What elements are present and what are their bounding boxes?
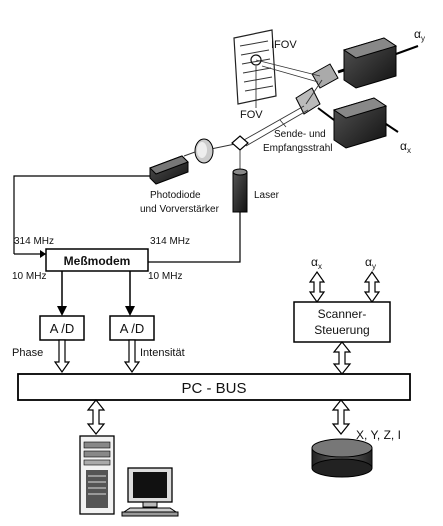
- fov-target: [233, 29, 277, 105]
- fov-label: FOV: [240, 109, 263, 121]
- arrow-ad2: [125, 306, 135, 316]
- phase-label: Phase: [12, 347, 43, 359]
- pc-monitor: [121, 467, 179, 517]
- photodiode-label: Photodiode: [150, 190, 201, 201]
- scanner-motor-x: [332, 97, 399, 149]
- vorverstaerker-label: und Vorverstärker: [140, 204, 220, 215]
- signal-wiring: [13, 175, 241, 263]
- freq-right-314: 314 MHz: [150, 236, 190, 247]
- pc-tower: [79, 435, 115, 515]
- mirror-y: [311, 63, 339, 89]
- xyzi-label: X, Y, Z, I: [356, 428, 401, 442]
- ad2-label: A /D: [120, 321, 145, 336]
- messmodem-label: Meßmodem: [64, 254, 131, 268]
- alpha-x-right-label: αx: [400, 139, 411, 155]
- ad-converter-phase: [39, 315, 85, 341]
- ad1-label: A /D: [50, 321, 75, 336]
- photodiode: [149, 155, 189, 185]
- bus-to-pc-arrow: [86, 399, 106, 435]
- arrow-into-modem: [40, 250, 46, 258]
- pcbus-label: PC - BUS: [181, 380, 246, 397]
- alpha-arrows-top: [308, 270, 381, 304]
- messmodem-box: [45, 248, 149, 272]
- alpha-y-bottom-label: αy: [365, 255, 376, 271]
- ad-to-bus-arrows: [53, 339, 141, 374]
- freq-left-314: 314 MHz: [14, 236, 54, 247]
- laser-label: Laser: [254, 190, 280, 201]
- beam-splitter: [231, 135, 249, 151]
- alpha-x-bottom-label: αx: [311, 255, 322, 271]
- freq-right-10: 10 MHz: [148, 271, 182, 282]
- storage-disk: [311, 438, 373, 478]
- pc-bus: [17, 373, 411, 401]
- intensitaet-label: Intensität: [140, 347, 185, 359]
- ifov-spot: [250, 54, 262, 66]
- modem-to-ad-arrows: [61, 271, 131, 308]
- scanner-label-1: Scanner-: [318, 307, 367, 321]
- laser: [232, 168, 248, 213]
- scanner-motor-y: [342, 37, 419, 89]
- scanner-bus-arrow: [332, 341, 352, 375]
- alpha-y-top-label: αy: [414, 27, 425, 43]
- freq-left-10: 10 MHz: [12, 271, 46, 282]
- bus-to-storage-arrow: [331, 399, 351, 435]
- empfang-label: Empfangsstrahl: [263, 143, 332, 154]
- ifov-label: IFOV: [271, 39, 297, 51]
- sende-label: Sende- und: [274, 129, 326, 140]
- scanner-label-2: Steuerung: [314, 323, 369, 337]
- arrow-ad1: [57, 306, 67, 316]
